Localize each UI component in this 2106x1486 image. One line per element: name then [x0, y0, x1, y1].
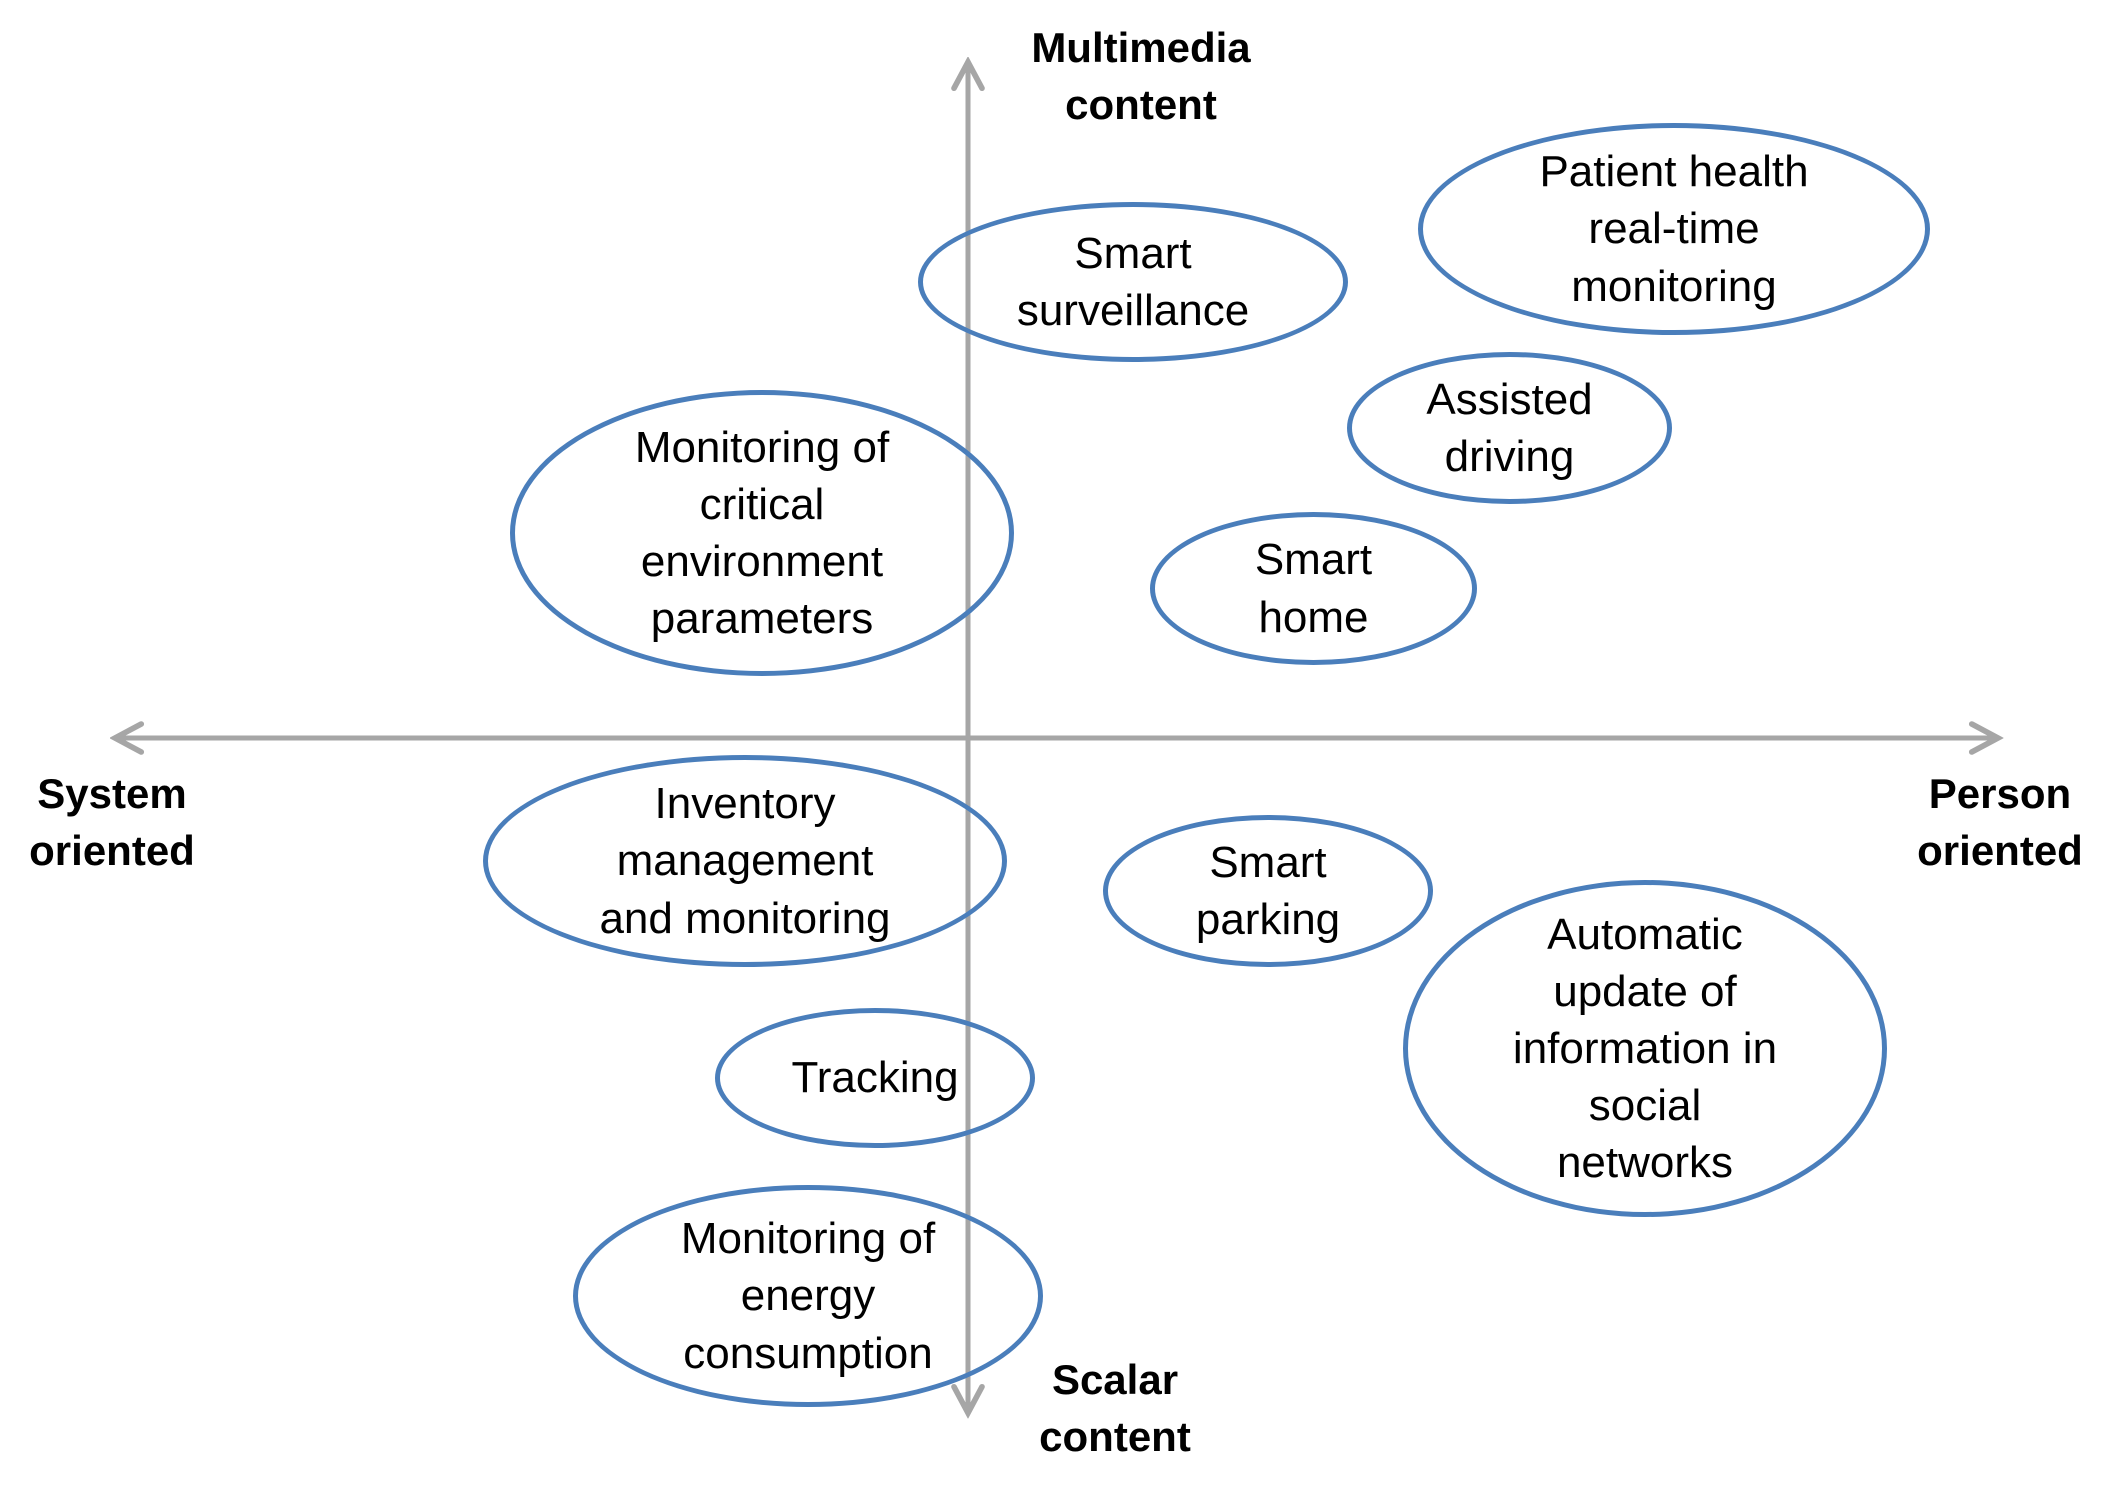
bubble-smart-parking: Smart parking	[1103, 815, 1433, 967]
bubble-label: Smart surveillance	[1016, 228, 1250, 335]
axis-label-system-oriented: System oriented	[29, 770, 195, 874]
bubble-label: Assisted driving	[1426, 374, 1593, 481]
bubble-smart-surveillance: Smart surveillance	[918, 202, 1348, 362]
bubble-label: Smart parking	[1195, 837, 1341, 944]
bubble-smart-home: Smart home	[1150, 512, 1477, 665]
bubble-inventory-management: Inventory management and monitoring	[483, 755, 1007, 967]
bubble-assisted-driving: Assisted driving	[1347, 352, 1672, 504]
bubble-label: Automatic update of information in socia…	[1512, 909, 1778, 1188]
bubble-label: Inventory management and monitoring	[599, 779, 891, 943]
bubble-label: Smart home	[1254, 535, 1373, 642]
axis-label-multimedia-content: Multimedia content	[1031, 24, 1251, 128]
axis-label-scalar-content: Scalar content	[1039, 1356, 1191, 1460]
bubble-automatic-update-social-networks: Automatic update of information in socia…	[1403, 880, 1887, 1217]
bubble-label: Monitoring of energy consumption	[680, 1214, 936, 1378]
bubble-patient-health-monitoring: Patient health real-time monitoring	[1418, 123, 1930, 335]
bubble-label: Patient health real-time monitoring	[1539, 147, 1809, 311]
bubble-monitoring-energy-consumption: Monitoring of energy consumption	[573, 1185, 1043, 1407]
bubble-tracking: Tracking	[715, 1008, 1035, 1148]
bubble-monitoring-critical-environment: Monitoring of critical environment param…	[510, 390, 1014, 676]
axis-label-person-oriented: Person oriented	[1917, 770, 2083, 874]
bubble-label: Tracking	[791, 1053, 959, 1103]
bubble-label: Monitoring of critical environment param…	[634, 422, 890, 644]
